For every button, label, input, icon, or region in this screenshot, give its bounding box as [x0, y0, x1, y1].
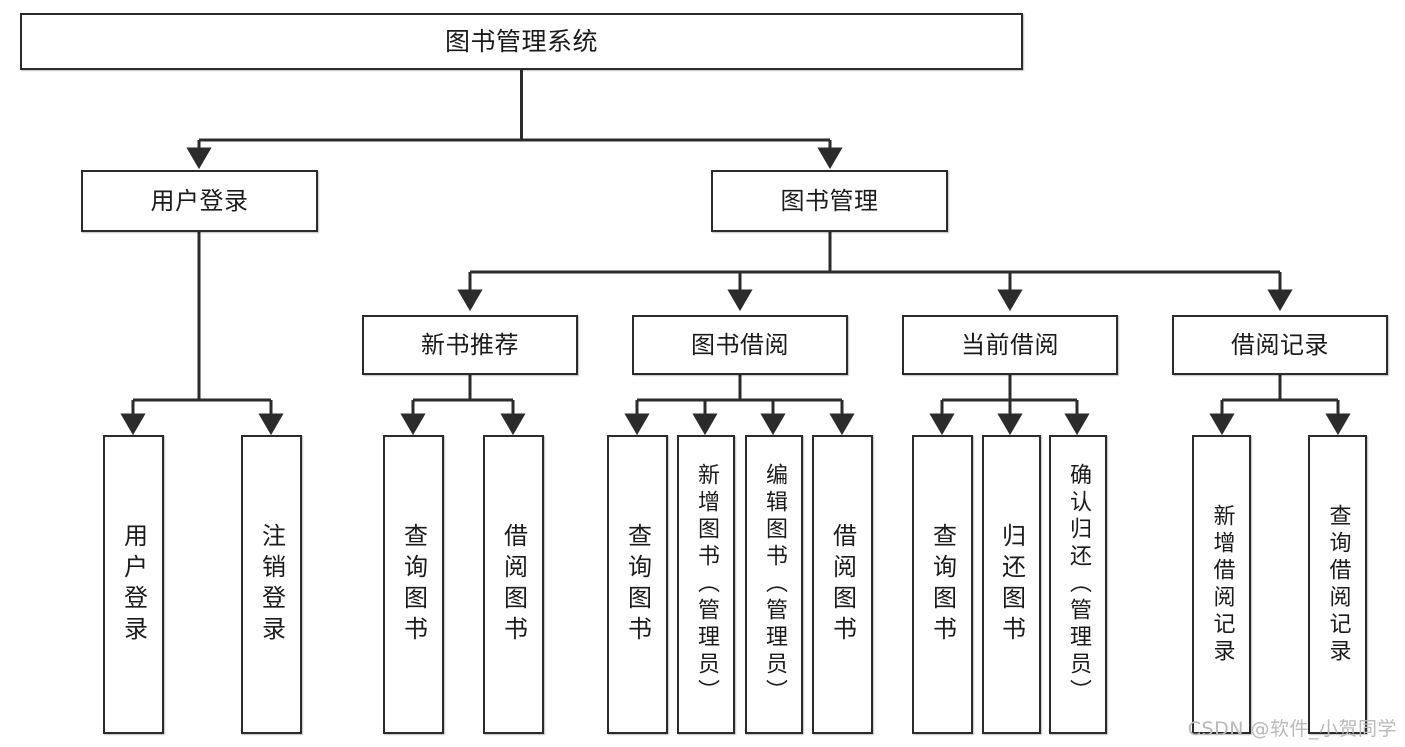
node-label: 借阅图书 [499, 522, 528, 647]
node-label: 新书推荐 [421, 330, 519, 359]
node-leaf-logout-login[interactable]: 注销登录 [241, 435, 302, 734]
node-leaf-query-record[interactable]: 查询借阅记录 [1308, 435, 1367, 734]
node-label: 查询图书 [928, 522, 957, 647]
node-label: 借阅图书 [828, 522, 857, 647]
node-leaf-query-book-1[interactable]: 查询图书 [383, 435, 444, 734]
node-label: 查询图书 [399, 522, 428, 647]
node-borrow-record[interactable]: 借阅记录 [1172, 315, 1388, 375]
node-book-manage[interactable]: 图书管理 [711, 170, 948, 232]
node-root-system[interactable]: 图书管理系统 [20, 13, 1023, 70]
node-label: 编辑图书（管理员） [762, 463, 787, 706]
node-leaf-edit-book[interactable]: 编辑图书（管理员） [745, 435, 803, 734]
node-leaf-add-record[interactable]: 新增借阅记录 [1192, 435, 1251, 734]
node-book-borrow[interactable]: 图书借阅 [632, 315, 848, 375]
node-leaf-borrow-book-1[interactable]: 借阅图书 [483, 435, 544, 734]
node-label: 新增借阅记录 [1209, 503, 1235, 666]
node-leaf-confirm-return[interactable]: 确认归还（管理员） [1049, 435, 1107, 734]
node-label: 归还图书 [997, 522, 1026, 647]
node-label: 新增图书（管理员） [694, 463, 719, 706]
node-leaf-add-book[interactable]: 新增图书（管理员） [677, 435, 735, 734]
node-leaf-user-login[interactable]: 用户登录 [103, 435, 164, 734]
node-label: 注销登录 [257, 522, 286, 647]
node-leaf-borrow-book-2[interactable]: 借阅图书 [812, 435, 873, 734]
node-label: 借阅记录 [1231, 330, 1329, 359]
node-label: 确认归还（管理员） [1066, 463, 1091, 706]
node-new-book-recommend[interactable]: 新书推荐 [362, 315, 578, 375]
node-leaf-query-book-2[interactable]: 查询图书 [607, 435, 668, 734]
node-label: 图书管理 [780, 186, 879, 215]
node-label: 查询图书 [623, 522, 652, 647]
node-label: 图书借阅 [691, 330, 789, 359]
node-leaf-return-book[interactable]: 归还图书 [982, 435, 1041, 734]
node-leaf-query-book-3[interactable]: 查询图书 [912, 435, 973, 734]
node-label: 当前借阅 [961, 330, 1059, 359]
node-label: 查询借阅记录 [1325, 503, 1351, 666]
node-label: 用户登录 [119, 522, 148, 647]
node-user-login[interactable]: 用户登录 [81, 170, 318, 232]
node-label: 图书管理系统 [444, 26, 598, 56]
node-current-borrow[interactable]: 当前借阅 [902, 315, 1118, 375]
node-label: 用户登录 [150, 186, 249, 215]
